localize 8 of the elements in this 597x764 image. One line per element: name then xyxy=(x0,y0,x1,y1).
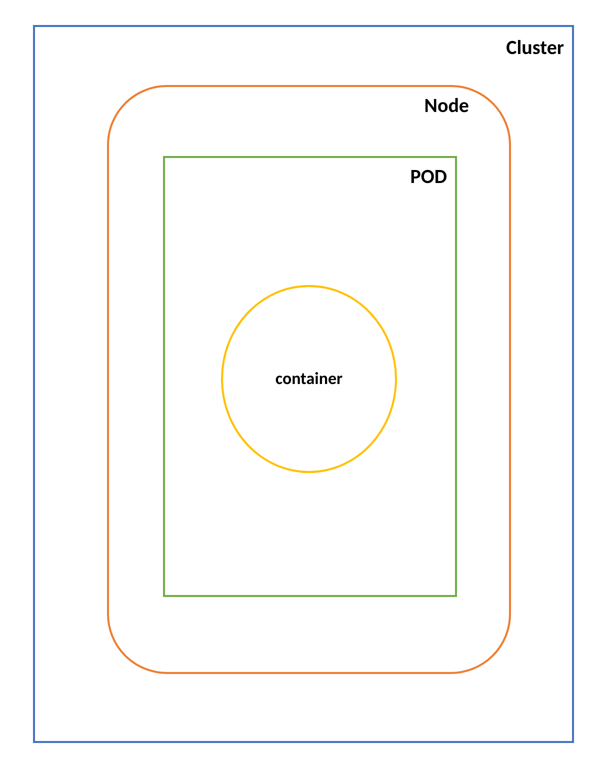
box-heading: Cluster xyxy=(506,35,564,62)
container-ellipse xyxy=(221,285,397,473)
box-heading: POD xyxy=(410,164,447,191)
box-heading: Node xyxy=(424,93,469,120)
box-heading: container xyxy=(275,367,343,392)
node-rounded-box xyxy=(107,85,511,674)
cluster-box xyxy=(33,25,574,743)
pod-box xyxy=(163,156,457,597)
